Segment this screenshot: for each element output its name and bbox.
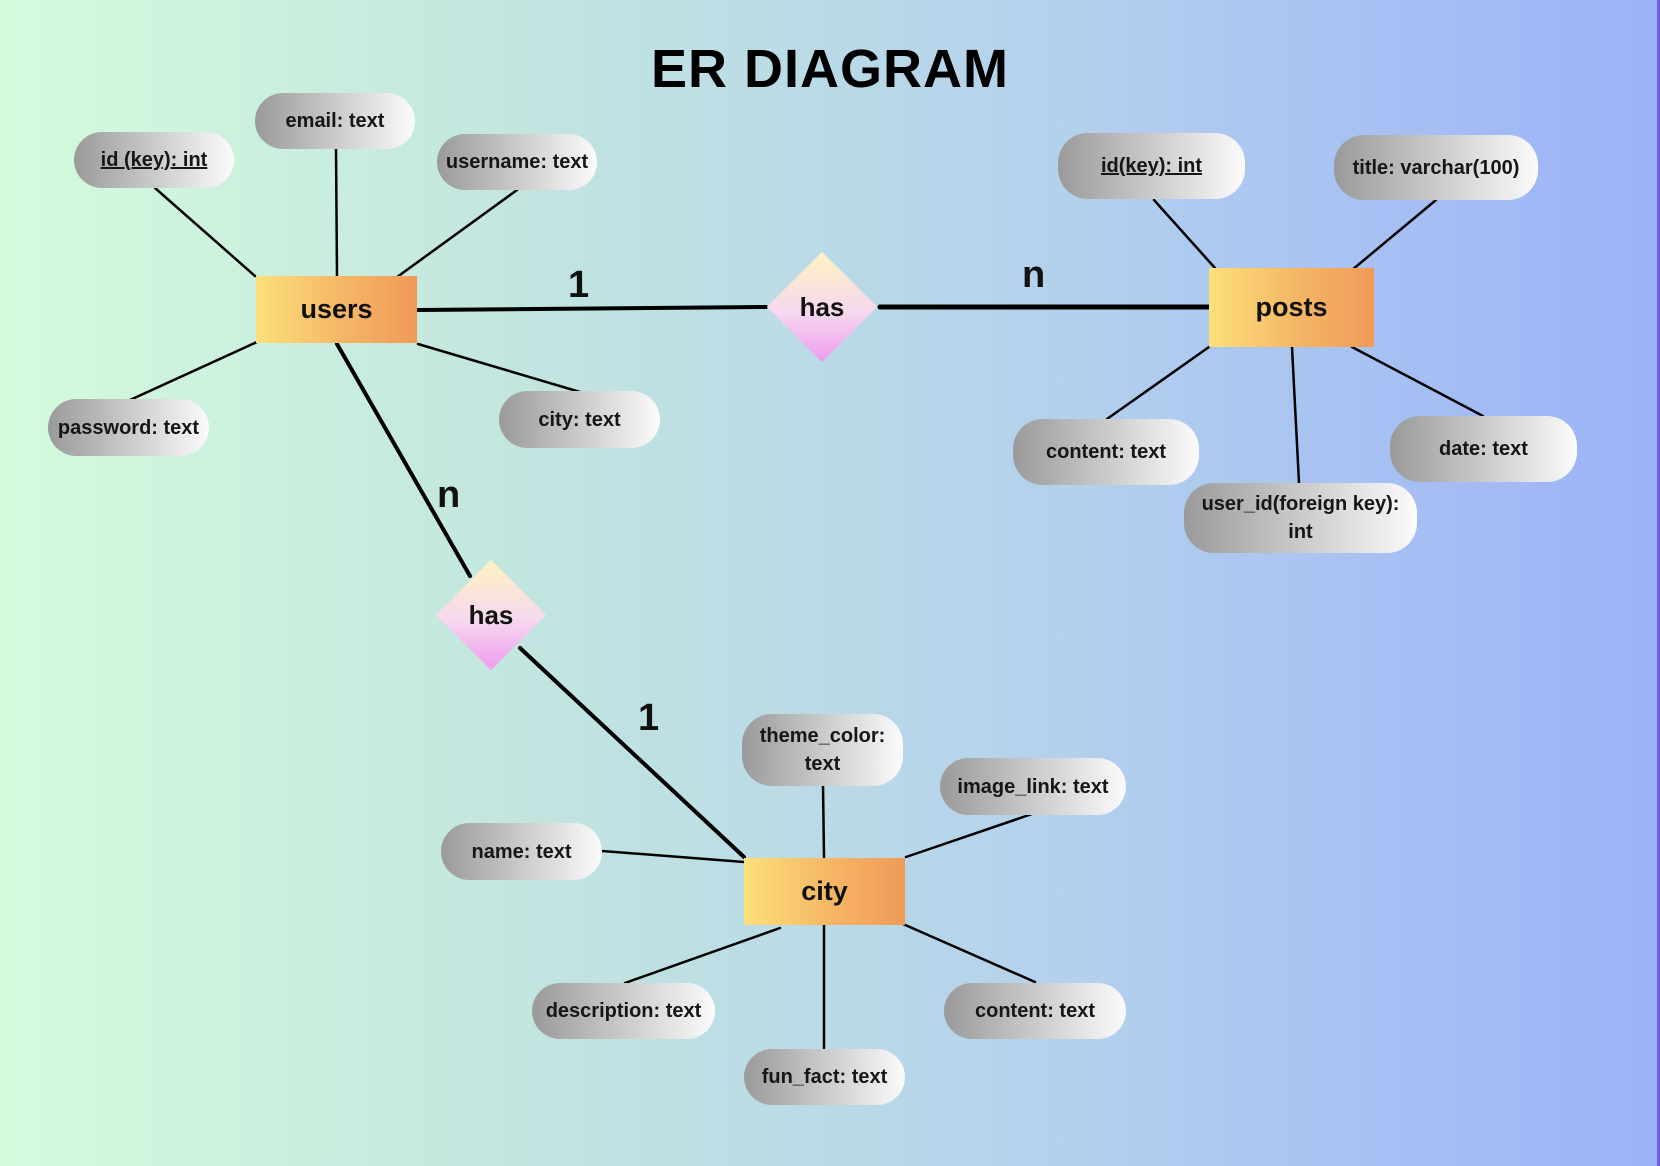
edge-users-has-city bbox=[335, 342, 472, 578]
edge-city-image-link bbox=[904, 812, 1034, 859]
entity-posts: posts bbox=[1209, 268, 1374, 347]
edge-users-id bbox=[153, 186, 257, 278]
attr-city-image-link: image_link: text bbox=[940, 758, 1126, 815]
cardinality-users-posts-users-side: 1 bbox=[568, 264, 590, 306]
cardinality-users-posts-posts-side: n bbox=[1022, 254, 1046, 296]
attr-city-name-label: name: text bbox=[471, 840, 572, 863]
attr-city-fun-fact-label: fun_fact: text bbox=[761, 1066, 888, 1088]
attr-users-username-label: username: text bbox=[445, 151, 589, 173]
entity-posts-label: posts bbox=[1255, 292, 1328, 322]
edge-users-city bbox=[416, 342, 582, 394]
edge-has-city bbox=[518, 646, 746, 859]
attr-city-name: name: text bbox=[441, 823, 602, 880]
attr-users-username: username: text bbox=[437, 134, 597, 190]
attr-users-email: email: text bbox=[255, 93, 415, 149]
relationship-users-city: has bbox=[435, 559, 547, 671]
attr-users-id: id (key): int bbox=[74, 132, 234, 188]
attr-users-password-label: password: text bbox=[57, 416, 200, 439]
entity-city-label: city bbox=[801, 876, 848, 906]
edge-posts-title bbox=[1350, 198, 1438, 272]
edge-users-email bbox=[334, 146, 339, 278]
attr-posts-user-id-label: user_id(foreign key): int bbox=[1201, 493, 1400, 543]
edge-city-theme-color bbox=[821, 783, 826, 860]
edge-city-description bbox=[623, 926, 782, 985]
diagram-title: ER DIAGRAM bbox=[651, 39, 1009, 99]
attr-posts-title: title: varchar(100) bbox=[1334, 135, 1538, 200]
relationship-users-posts: has bbox=[766, 251, 878, 363]
attr-city-fun-fact: fun_fact: text bbox=[744, 1049, 905, 1105]
attr-city-image-link-label: image_link: text bbox=[957, 775, 1109, 798]
attr-posts-id-label: id(key): int bbox=[1100, 155, 1203, 177]
attr-posts-content: content: text bbox=[1013, 419, 1199, 485]
attr-posts-user-id: user_id(foreign key): int bbox=[1184, 483, 1417, 553]
cardinality-users-city-city-side: 1 bbox=[638, 697, 660, 739]
edge-users-username bbox=[391, 188, 519, 282]
relationship-users-city-label: has bbox=[468, 599, 514, 630]
edge-posts-content bbox=[1105, 345, 1211, 421]
attr-city-content: content: text bbox=[944, 983, 1126, 1039]
attr-city-theme-color-label: theme_color: text bbox=[759, 725, 886, 775]
attr-users-city: city: text bbox=[499, 391, 660, 448]
attr-city-theme-color: theme_color: text bbox=[742, 714, 903, 786]
right-edge-rule bbox=[1657, 0, 1660, 1166]
attr-posts-title-label: title: varchar(100) bbox=[1352, 156, 1520, 179]
attr-city-description-label: description: text bbox=[545, 1000, 702, 1022]
attr-city-content-label: content: text bbox=[975, 1000, 1095, 1022]
relationship-users-posts-label: has bbox=[799, 291, 845, 322]
edge-posts-user-id bbox=[1290, 345, 1301, 485]
edge-city-name bbox=[600, 849, 746, 864]
attr-users-email-label: email: text bbox=[285, 110, 385, 132]
cardinality-users-city-users-side: n bbox=[437, 474, 461, 516]
edge-users-password bbox=[128, 340, 259, 402]
attr-users-city-label: city: text bbox=[538, 408, 621, 431]
edge-city-content bbox=[901, 922, 1037, 984]
entity-users-label: users bbox=[300, 294, 373, 324]
entity-users: users bbox=[256, 276, 417, 343]
attr-posts-date-label: date: text bbox=[1439, 438, 1528, 460]
attr-posts-content-label: content: text bbox=[1046, 441, 1166, 463]
attr-users-password: password: text bbox=[48, 399, 209, 456]
edge-posts-date bbox=[1350, 345, 1485, 418]
attr-city-description: description: text bbox=[532, 983, 715, 1039]
attr-users-id-label: id (key): int bbox=[100, 149, 208, 171]
entity-city: city bbox=[744, 858, 905, 925]
attr-posts-id: id(key): int bbox=[1058, 133, 1245, 199]
edge-posts-id bbox=[1152, 198, 1217, 270]
attr-posts-date: date: text bbox=[1390, 416, 1577, 482]
edge-users-has bbox=[416, 305, 768, 312]
